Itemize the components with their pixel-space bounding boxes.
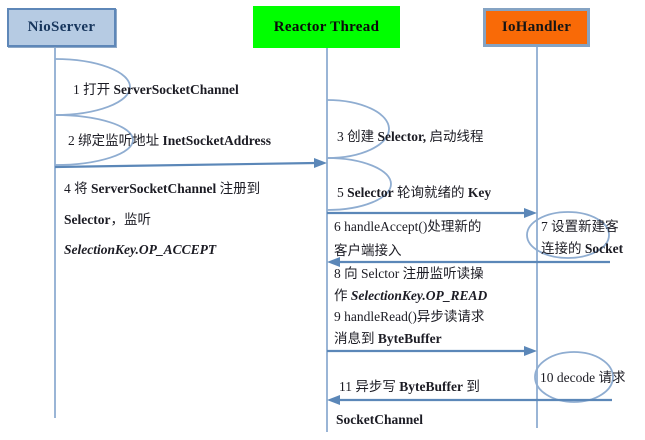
msg8-code: SelectionKey.OP_READ xyxy=(350,288,488,303)
actor-box-iohandler: IoHandler xyxy=(483,8,590,47)
actor-box-nioserver: NioServer xyxy=(7,8,116,47)
msg5-text2: 轮询就绪的 xyxy=(393,185,468,200)
msg1-text: 1 打开 xyxy=(73,82,114,97)
msg3-text2: 启动线程 xyxy=(426,129,484,144)
message-label-7: 7 设置新建客 连接的 Socket xyxy=(541,216,623,260)
actor-label-reactor-thread: Reactor Thread xyxy=(273,18,380,35)
self-call-arc-msg10 xyxy=(534,351,614,403)
msg4-code3: SelectionKey.OP_ACCEPT xyxy=(64,242,217,257)
msg4-text1: 4 将 xyxy=(64,181,91,196)
msg8-line1: 8 向 Selctor 注册监听读操 xyxy=(334,266,484,281)
message-arrow-msg9-head xyxy=(524,346,537,356)
msg4-text3: ，监听 xyxy=(110,211,151,227)
msg5-code1: Selector xyxy=(347,185,394,200)
message-label-2: 2 绑定监听地址 InetSocketAddress xyxy=(68,129,271,149)
msg10-text: 10 decode 请求 xyxy=(540,370,626,385)
message-label-3: 3 创建 Selector, 启动线程 xyxy=(337,125,483,145)
msg3-text: 3 创建 xyxy=(337,129,378,144)
actor-label-iohandler: IoHandler xyxy=(501,19,572,35)
msg11-line2: SocketChannel xyxy=(336,403,480,436)
msg5-code2: Key xyxy=(467,185,492,200)
message-arrow-msg8-head xyxy=(327,257,340,267)
msg4-line2: Selector，监听 xyxy=(64,205,260,236)
msg11-code1: ByteBuffer xyxy=(399,379,463,394)
msg11-text1: 11 异步写 xyxy=(339,379,400,394)
msg11-text2: 到 xyxy=(462,379,480,394)
message-label-10: 10 decode 请求 xyxy=(540,366,625,386)
msg2-code: InetSocketAddress xyxy=(162,133,272,148)
actor-box-reactor-thread: Reactor Thread xyxy=(253,6,400,48)
self-call-arc-msg1 xyxy=(54,58,131,116)
msg4-code2: Selector xyxy=(64,211,111,227)
msg4-line3: SelectionKey.OP_ACCEPT xyxy=(64,235,260,266)
message-label-6: 6 handleAccept()处理新的 客户端接入 xyxy=(334,215,481,262)
message-arrow-msg6-head xyxy=(524,208,537,218)
msg2-text: 2 绑定监听地址 xyxy=(68,133,163,148)
message-label-11: 11 异步写 ByteBuffer 到 SocketChannel xyxy=(336,370,480,436)
message-arrow-msg11-head xyxy=(327,395,340,405)
msg1-code: ServerSocketChannel xyxy=(113,82,239,97)
msg4-line1: 4 将 ServerSocketChannel 注册到 xyxy=(64,174,260,205)
msg6-line1: 6 handleAccept()处理新的 xyxy=(334,219,482,234)
msg4-code1: ServerSocketChannel xyxy=(91,181,217,196)
msg7-code: Socket xyxy=(584,241,624,256)
msg7-line1: 7 设置新建客 xyxy=(541,219,619,234)
msg9-code: ByteBuffer xyxy=(377,331,442,346)
msg8-text: 作 xyxy=(334,288,351,303)
self-call-arc-msg2 xyxy=(54,114,134,166)
msg11-code2: SocketChannel xyxy=(336,412,424,427)
message-label-1: 1 打开 ServerSocketChannel xyxy=(73,78,239,98)
message-arrow-msg4-head xyxy=(314,158,327,168)
msg3-code: Selector, xyxy=(377,129,427,144)
msg6-line2: 客户端接入 xyxy=(334,242,402,258)
msg9-line1: 9 handleRead()异步读请求 xyxy=(334,309,485,324)
message-arrow-msg4-line xyxy=(54,161,317,169)
message-label-4: 4 将 ServerSocketChannel 注册到 Selector，监听 … xyxy=(64,174,260,266)
msg5-text1: 5 xyxy=(337,185,348,200)
msg8-line2: 作 SelectionKey.OP_READ xyxy=(334,285,487,307)
actor-label-nioserver: NioServer xyxy=(27,19,96,35)
message-label-8: 8 向 Selctor 注册监听读操 作 SelectionKey.OP_REA… xyxy=(334,263,487,307)
msg4-text2: 注册到 xyxy=(216,181,261,196)
msg9-text: 消息到 xyxy=(334,331,378,346)
message-label-5: 5 Selector 轮询就绪的 Key xyxy=(337,181,491,201)
message-label-9: 9 handleRead()异步读请求 消息到 ByteBuffer xyxy=(334,306,484,350)
self-call-arc-msg5 xyxy=(326,157,392,211)
msg9-line2: 消息到 ByteBuffer xyxy=(334,328,484,350)
msg11-line1: 11 异步写 ByteBuffer 到 xyxy=(336,370,480,403)
self-call-arc-msg3 xyxy=(326,99,390,159)
msg7-line2: 连接的 Socket xyxy=(541,238,623,260)
msg7-text: 连接的 xyxy=(541,241,585,256)
self-call-arc-msg7 xyxy=(526,211,610,259)
